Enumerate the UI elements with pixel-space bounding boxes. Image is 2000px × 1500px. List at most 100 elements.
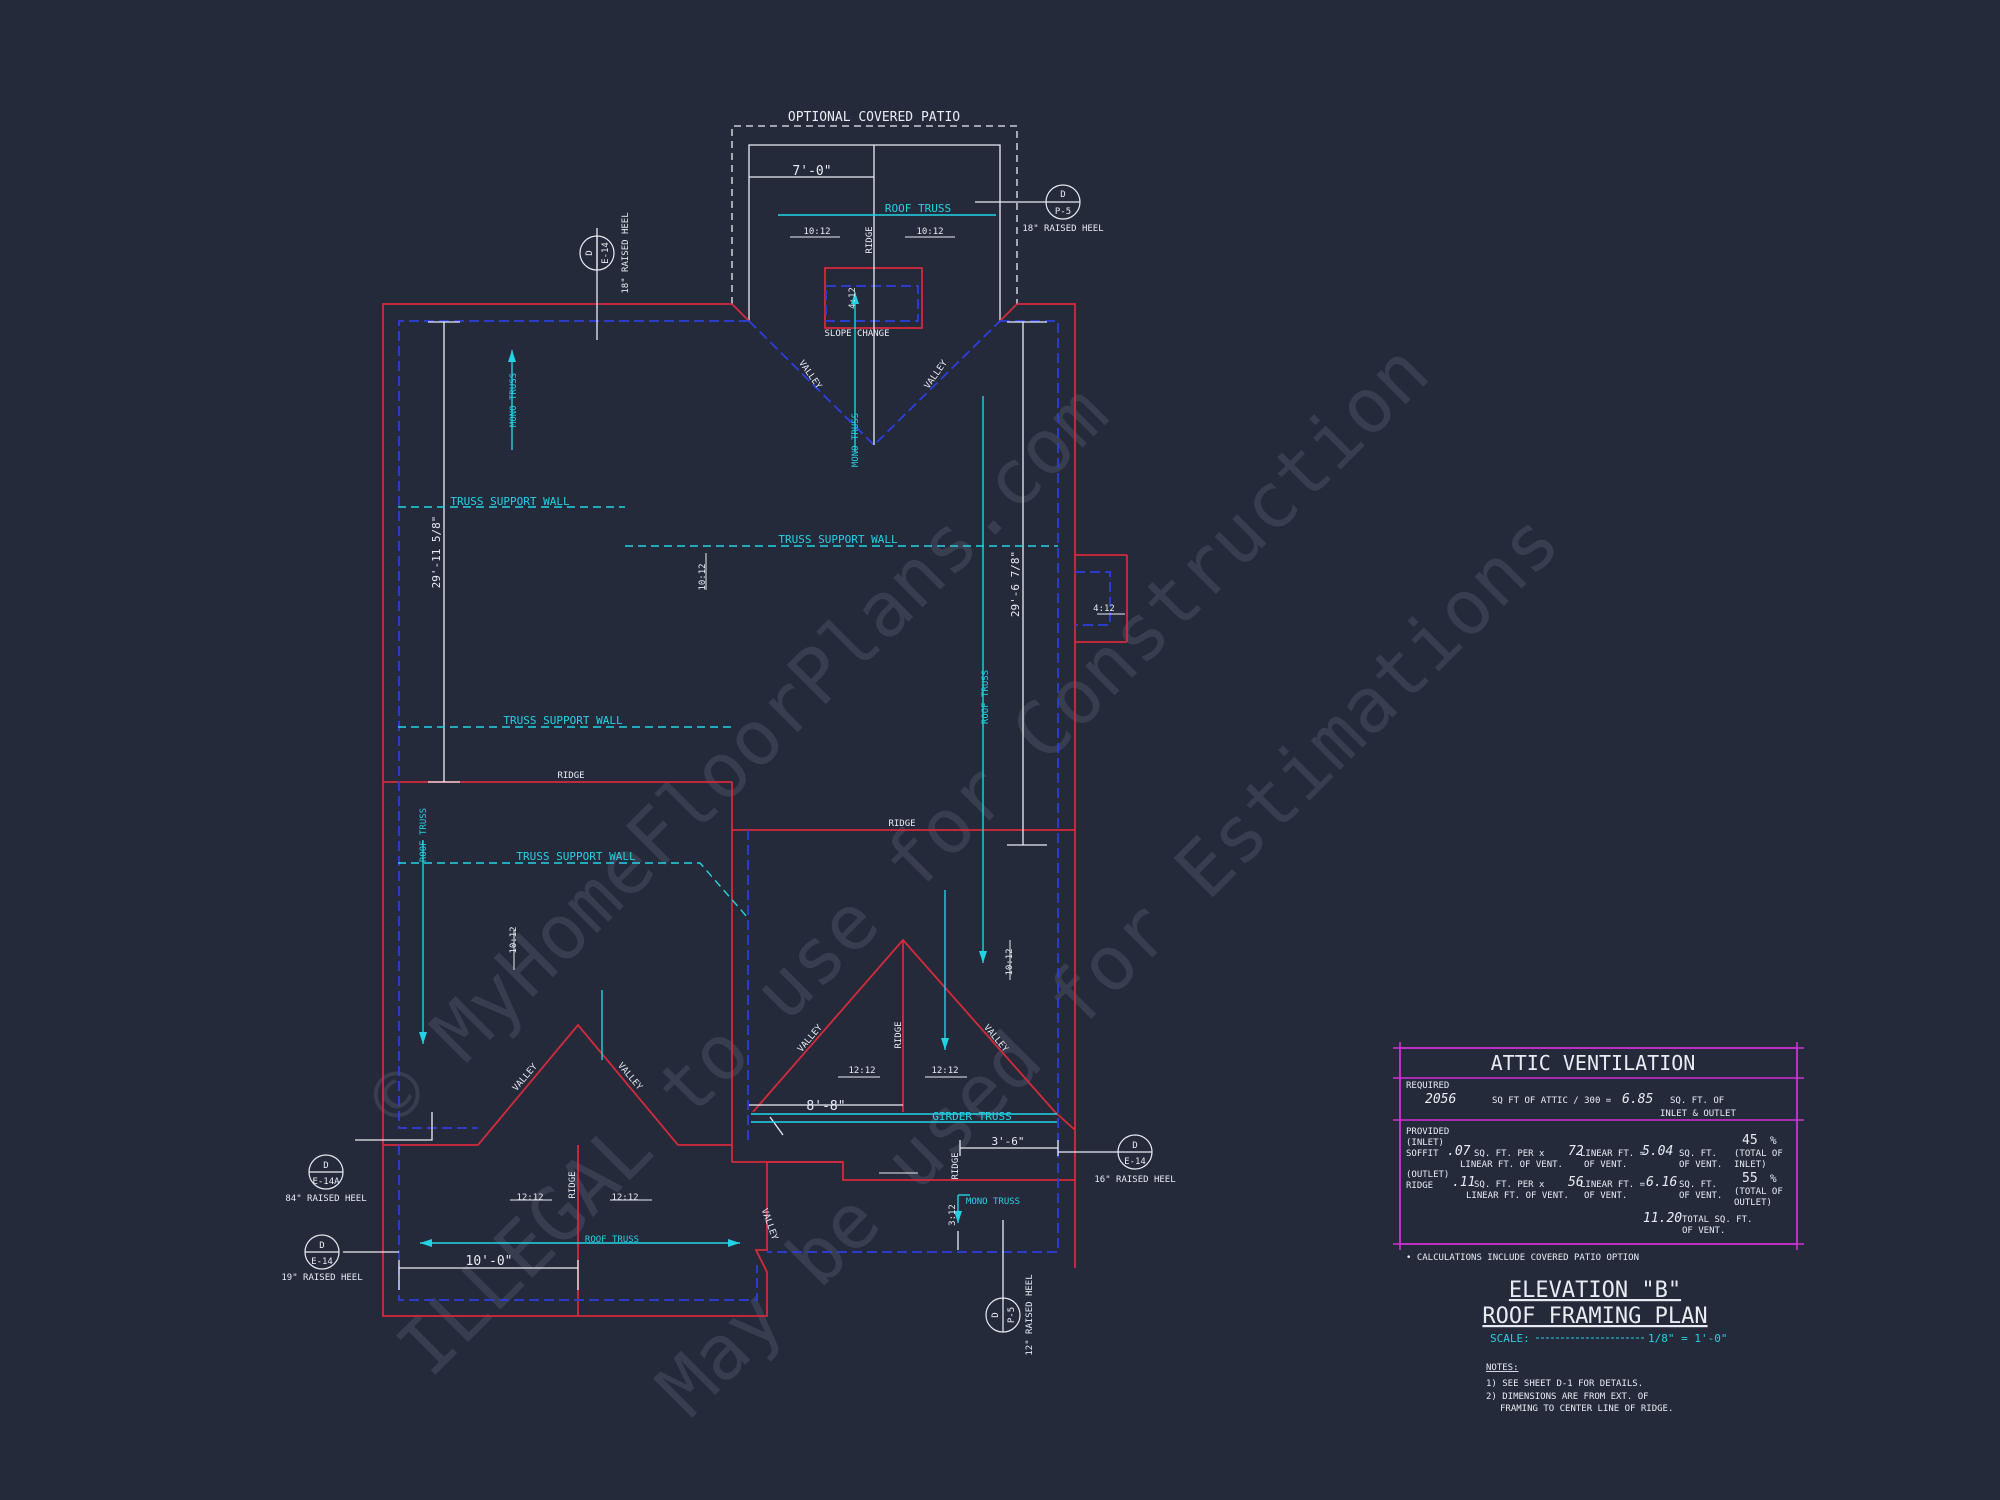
label-truss-wall-4: TRUSS SUPPORT WALL [516, 850, 636, 863]
provided-label: PROVIDED [1406, 1127, 1449, 1137]
soffit-pct: 45 [1742, 1133, 1758, 1148]
pitch-left: 10:12 [509, 926, 519, 953]
covered-patio-outline [731, 125, 1018, 304]
pitch-gable-right-l: 12:12 [848, 1066, 875, 1076]
required-unit: SQ. FT. OF [1670, 1096, 1724, 1106]
callout-left-a: D E-14A 84" RAISED HEEL [285, 1154, 367, 1204]
svg-text:P-5: P-5 [1055, 207, 1071, 217]
ridge-total-2: OUTLET) [1734, 1198, 1772, 1208]
callout-right: D E-14 16" RAISED HEEL [1094, 1134, 1176, 1185]
pitch-slope-change: 4:12 [848, 287, 858, 309]
outlet-label: (OUTLET) [1406, 1170, 1449, 1180]
ridge-pct: 55 [1742, 1171, 1758, 1186]
svg-text:18" RAISED HEEL: 18" RAISED HEEL [1022, 224, 1103, 234]
note-2: 2) DIMENSIONS ARE FROM EXT. OF [1486, 1392, 1649, 1402]
label-ridge-patio: RIDGE [865, 226, 875, 253]
dim-bottom-10: 10'-0" [466, 1254, 513, 1269]
dim-right-29: 29'-6 7/8" [1009, 551, 1022, 617]
pitch-patio-left: 10:12 [803, 227, 830, 237]
label-truss-wall-3: TRUSS SUPPORT WALL [503, 714, 623, 727]
dim-left-29: 29'-11 5/8" [430, 516, 443, 589]
ridge-lf-text: LINEAR FT. = [1580, 1180, 1646, 1190]
scale-value: 1/8" = 1'-0" [1648, 1332, 1727, 1345]
truss-arrowheads [419, 292, 987, 1247]
patio-label: OPTIONAL COVERED PATIO [788, 110, 960, 125]
label-valley-1: VALLEY [796, 359, 823, 392]
soffit-per: .07 [1447, 1144, 1471, 1159]
ridge-lf: 56 [1568, 1175, 1584, 1190]
pitch-arrows [510, 236, 1125, 1201]
required-result: 6.85 [1622, 1092, 1653, 1107]
label-ridge-left: RIDGE [557, 771, 584, 781]
label-roof-truss-left: ROOF TRUSS [419, 808, 429, 862]
label-slope-change: SLOPE CHANGE [824, 329, 889, 339]
svg-text:18" RAISED HEEL: 18" RAISED HEEL [621, 212, 631, 293]
ridge-sqft-2: OF VENT. [1679, 1191, 1722, 1201]
label-ridge-small: RIDGE [951, 1152, 961, 1179]
pitch-gable-left-l: 12:12 [516, 1193, 543, 1203]
soffit-lf: 72 [1568, 1144, 1584, 1159]
ridge-per-text: SQ. FT. PER x [1474, 1180, 1545, 1190]
scale-label: SCALE: [1490, 1332, 1530, 1345]
pitch-mono-bottom: 3:12 [948, 1204, 958, 1226]
label-mono-truss-patio: MONO TRUSS [851, 413, 861, 467]
inlet-label: (INLET) [1406, 1138, 1444, 1148]
pitch-gable-right-r: 12:12 [931, 1066, 958, 1076]
svg-text:84" RAISED HEEL: 84" RAISED HEEL [285, 1194, 366, 1204]
svg-text:D: D [323, 1161, 328, 1171]
soffit-per-text: SQ. FT. PER x [1474, 1149, 1545, 1159]
label-ridge-center: RIDGE [888, 819, 915, 829]
truss-lines [398, 214, 1058, 1244]
svg-text:E-14: E-14 [601, 242, 611, 264]
svg-text:D: D [1060, 190, 1065, 200]
label-ridge-gable-left: RIDGE [568, 1171, 578, 1198]
label-truss-wall-2: TRUSS SUPPORT WALL [778, 533, 898, 546]
title-plan: ROOF FRAMING PLAN [1482, 1304, 1707, 1329]
total-value: 11.20 [1643, 1211, 1682, 1226]
ridge-label: RIDGE [1406, 1181, 1433, 1191]
required-unit-2: INLET & OUTLET [1660, 1109, 1736, 1119]
svg-text:D: D [1132, 1141, 1137, 1151]
callout-top-right: D P-5 18" RAISED HEEL [1022, 184, 1104, 234]
ridge-pct-sign: % [1770, 1172, 1777, 1185]
label-girder-truss: GIRDER TRUSS [932, 1110, 1011, 1123]
title-block: ELEVATION "B" ROOF FRAMING PLAN SCALE: 1… [1482, 1278, 1727, 1345]
soffit-sqft: SQ. FT. [1679, 1149, 1717, 1159]
soffit-result: 5.04 [1642, 1144, 1673, 1159]
ridge-total: (TOTAL OF [1734, 1187, 1783, 1197]
notes-heading: NOTES: [1486, 1363, 1519, 1373]
label-mono-truss-left: MONO TRUSS [509, 373, 519, 427]
required-text: SQ FT OF ATTIC / 300 = [1492, 1096, 1612, 1106]
ridge-result: 6.16 [1646, 1175, 1677, 1190]
soffit-per-text-2: LINEAR FT. OF VENT. [1460, 1160, 1563, 1170]
dim-patio-7: 7'-0" [792, 164, 831, 179]
label-roof-truss-right: ROOF TRUSS [981, 670, 991, 724]
soffit-lf-text-2: OF VENT. [1584, 1160, 1627, 1170]
soffit-sqft-2: OF VENT. [1679, 1160, 1722, 1170]
svg-text:E-14: E-14 [1124, 1157, 1146, 1167]
note-1: 1) SEE SHEET D-1 FOR DETAILS. [1486, 1379, 1643, 1389]
ridge-per-text-2: LINEAR FT. OF VENT. [1466, 1191, 1569, 1201]
framing-line [398, 285, 1111, 1301]
dimension-lines [343, 145, 1118, 1300]
pitch-center: 10:12 [698, 563, 708, 590]
attic-ventilation-table: ATTIC VENTILATION REQUIRED 2056 SQ FT OF… [1393, 1042, 1804, 1263]
pitch-right: 10:12 [1005, 948, 1015, 975]
ventilation-title: ATTIC VENTILATION [1491, 1051, 1696, 1075]
title-elevation: ELEVATION "B" [1509, 1278, 1681, 1303]
dim-gable-8: 8'-8" [806, 1099, 845, 1114]
svg-text:D: D [585, 250, 595, 255]
svg-text:19" RAISED HEEL: 19" RAISED HEEL [281, 1273, 362, 1283]
label-mono-truss-bottom: MONO TRUSS [966, 1197, 1020, 1207]
soffit-total-2: INLET) [1734, 1160, 1767, 1170]
total-text-2: OF VENT. [1682, 1226, 1725, 1236]
watermark: © MyHomeFloorPlans.com ILLEGAL to use fo… [350, 327, 1577, 1433]
svg-text:E-14: E-14 [311, 1257, 333, 1267]
pitch-gable-left-r: 12:12 [611, 1193, 638, 1203]
required-label: REQUIRED [1406, 1081, 1449, 1091]
ventilation-footnote: • CALCULATIONS INCLUDE COVERED PATIO OPT… [1406, 1253, 1639, 1263]
svg-text:12" RAISED HEEL: 12" RAISED HEEL [1025, 1274, 1035, 1355]
ridge-lf-text-2: OF VENT. [1584, 1191, 1627, 1201]
notes: NOTES: 1) SEE SHEET D-1 FOR DETAILS. 2) … [1486, 1363, 1673, 1414]
